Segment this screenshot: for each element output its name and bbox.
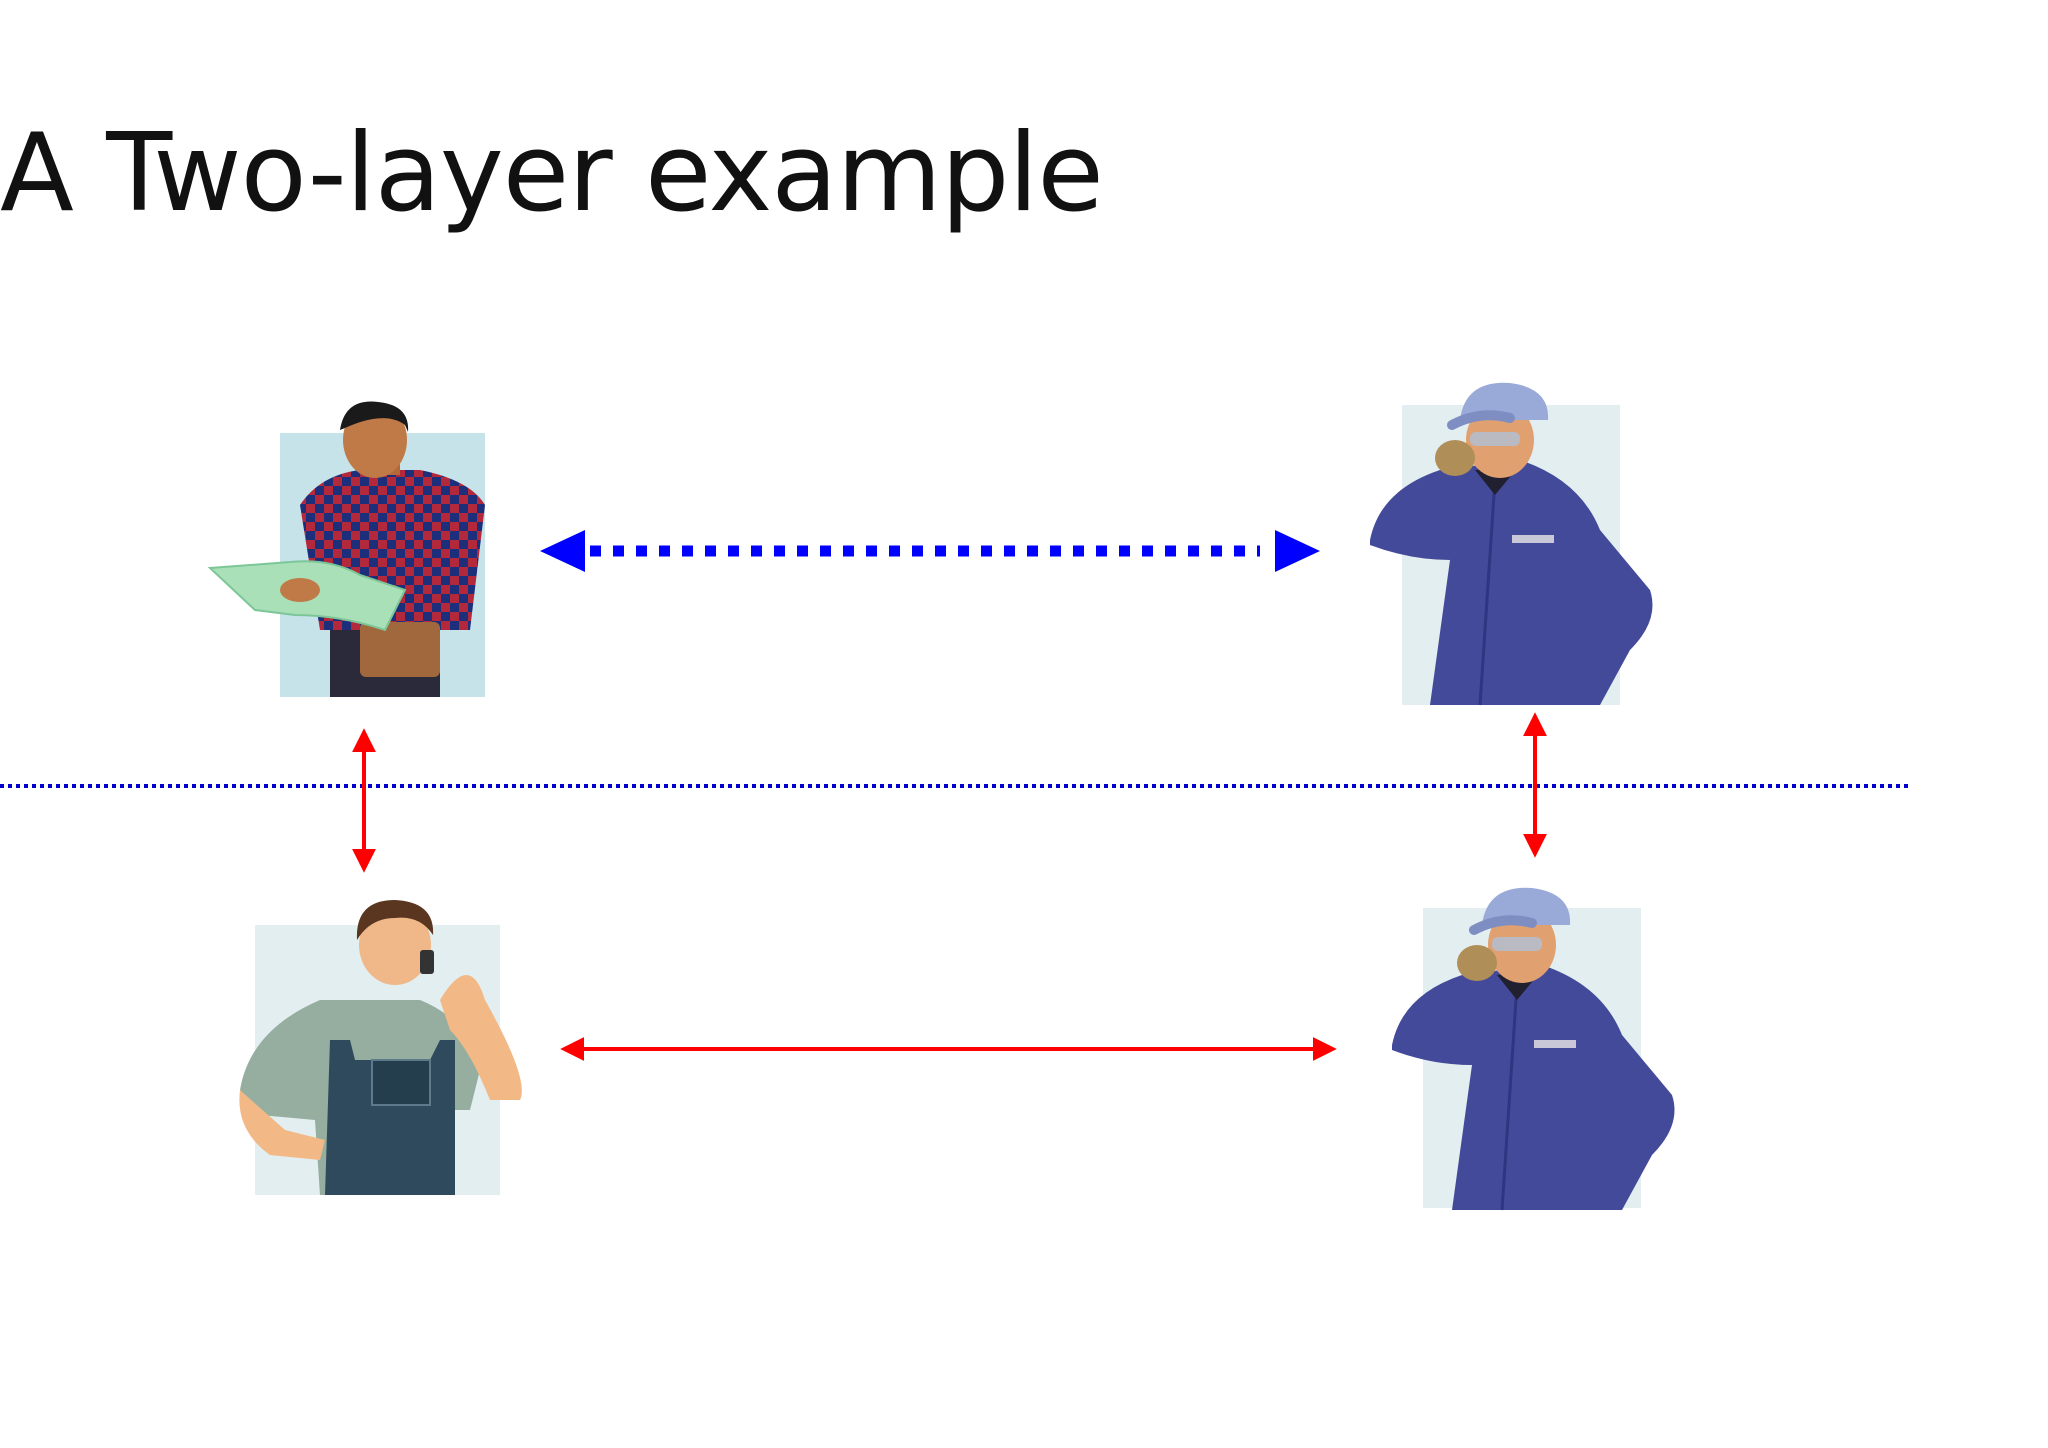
man-plaid-shirt-icon — [207, 401, 485, 697]
worker-blue-coverall-icon-top — [1370, 382, 1653, 706]
worker-blue-coverall-icon-bottom — [1392, 887, 1675, 1211]
slide-title: A Two-layer example — [0, 111, 1104, 236]
man-overalls-icon — [239, 900, 522, 1195]
virtual-link-arrow — [540, 530, 1320, 572]
